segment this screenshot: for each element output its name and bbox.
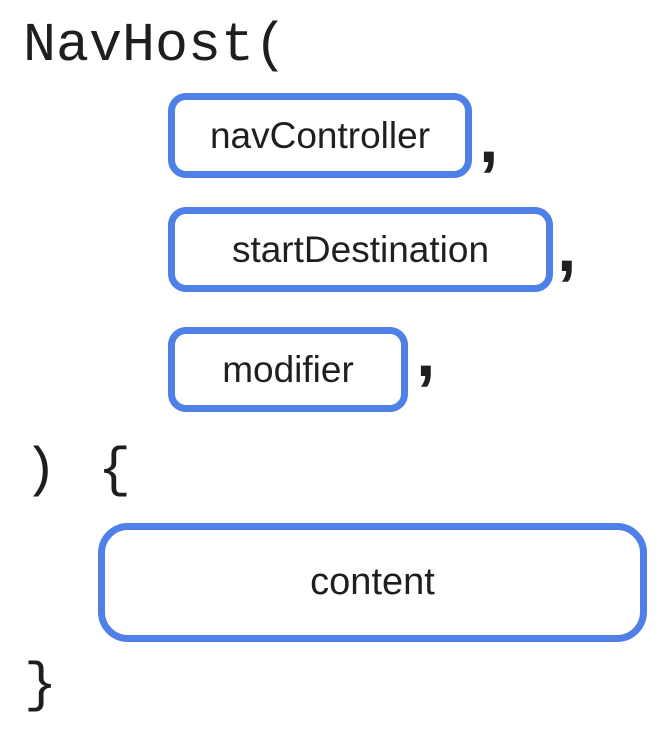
comma-after-startdestination: ,: [557, 208, 577, 286]
comma-after-navcontroller: ,: [479, 99, 499, 177]
param-box-startdestination: startDestination: [168, 207, 553, 292]
param-label-navcontroller: navController: [209, 114, 431, 156]
param-label-startdestination: startDestination: [231, 228, 490, 270]
code-close-paren: ): [24, 439, 58, 502]
param-label-modifier: modifier: [222, 348, 354, 390]
content-box: content: [98, 523, 647, 642]
code-navhost-open: NavHost(: [23, 14, 288, 77]
content-label: content: [310, 561, 435, 603]
comma-after-modifier: ,: [416, 313, 436, 391]
param-box-navcontroller: navController: [168, 93, 472, 178]
code-open-brace: {: [98, 439, 132, 502]
code-close-brace: }: [24, 654, 58, 717]
param-box-modifier: modifier: [168, 327, 408, 412]
